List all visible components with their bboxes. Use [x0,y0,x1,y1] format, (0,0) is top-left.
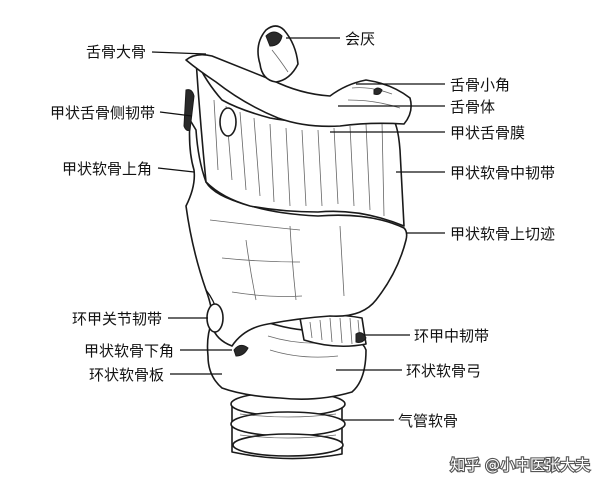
trachea [230,391,346,460]
lateral-ligament-mark [183,89,195,131]
triticeous-cartilage [219,107,237,137]
label-hyoid-lesser-horn: 舌骨小角 [450,76,510,94]
label-epiglottis: 会厌 [345,30,375,48]
label-hyoid-greater-horn: 舌骨大骨 [86,43,146,61]
cricothyroid-membrane [299,314,367,348]
tracheal-ring-3 [232,433,344,457]
leader-lines [151,37,445,421]
epiglottis [257,25,299,83]
label-thyroid-superior-horn: 甲状软骨上角 [62,160,152,178]
label-thyroid-median-ligament: 甲状软骨中韧带 [450,164,555,182]
thyrohyoid-membrane [195,59,405,227]
label-superior-thyroid-notch: 甲状软骨上切迹 [450,225,555,243]
hyoid-bone [183,53,412,131]
label-tracheal-cartilage: 气管软骨 [398,412,458,430]
label-cricoid-arch: 环状软骨弓 [406,362,481,380]
thyroid-cartilage [185,119,408,347]
label-cricoid-lamina: 环状软骨板 [89,366,164,384]
label-lateral-thyrohyoid-ligament: 甲状舌骨侧韧带 [50,104,155,122]
watermark: 知乎 @小中医张大夫 [450,456,590,474]
label-cricothyroid-joint-ligament: 环甲关节韧带 [72,310,162,328]
cricothyroid-joint [206,303,224,333]
label-thyroid-inferior-horn: 甲状软骨下角 [84,342,174,360]
label-cricothyroid-ligament: 环甲中韧带 [414,327,489,345]
inferior-horn-joint [233,344,249,357]
tracheal-ring-2 [230,411,346,437]
label-thyrohyoid-membrane: 甲状舌骨膜 [450,124,525,142]
label-hyoid-body: 舌骨体 [450,98,495,116]
